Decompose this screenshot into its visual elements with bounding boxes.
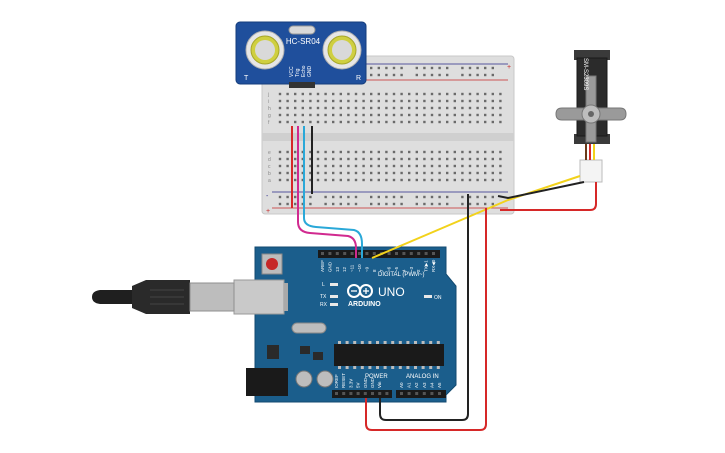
digital-pin-label: ~3: [409, 266, 414, 272]
wire-sensor-echo[interactable]: [303, 126, 363, 258]
rail-minus-bottom: -: [266, 193, 269, 200]
power-pin-label: GND: [370, 377, 375, 388]
digital-pin-label: RX◀0: [431, 259, 436, 272]
wire-5v-to-arduino[interactable]: [365, 208, 487, 431]
row-letter: a: [268, 178, 271, 184]
row-letter: d: [268, 157, 271, 163]
sensor-pin-vcc: VCC: [289, 66, 295, 77]
power-pin-label: RESET: [341, 373, 346, 388]
analog-pin-label: A1: [407, 382, 412, 388]
digital-pin-label: 4: [401, 269, 406, 272]
wires: [291, 126, 597, 431]
power-pin-label: GND: [363, 377, 368, 388]
row-letter: h: [268, 106, 271, 112]
sensor-pin-echo: Echo: [301, 65, 307, 77]
wire-gnd-to-arduino[interactable]: [379, 194, 469, 421]
led-l-label: L: [322, 282, 325, 288]
digital-pin-label: TX▶1: [424, 260, 429, 272]
analog-header[interactable]: [396, 390, 446, 398]
arduino-model: UNO: [378, 285, 405, 299]
row-letter: f: [268, 120, 270, 126]
led-tx-label: TX: [320, 294, 327, 300]
arduino-brand: ARDUINO: [348, 301, 381, 308]
row-letter: e: [268, 150, 271, 156]
digital-pin-label: ~11: [350, 264, 355, 272]
row-letter: i: [268, 99, 269, 105]
digital-pin-label: ~5: [394, 266, 399, 272]
wire-servo-power[interactable]: [500, 182, 597, 211]
digital-pin-label: GND: [327, 261, 332, 272]
usb-port[interactable]: [233, 279, 285, 315]
digital-pin-label: 13: [335, 266, 340, 272]
digital-pin-label: ~6: [387, 266, 392, 272]
digital-pin-label: ~9: [364, 266, 369, 272]
power-pin-label: Vin: [377, 381, 382, 388]
sensor-model-label: HC-SR04: [286, 37, 321, 46]
row-letter: c: [268, 164, 271, 170]
power-pin-label: 5V: [356, 382, 361, 388]
row-letter: g: [268, 113, 271, 119]
sensor-pin-trig: Trig: [295, 68, 301, 77]
digital-pin-label: ~10: [357, 264, 362, 272]
analog-pin-label: A2: [414, 382, 419, 388]
servo-model-label: SM-S2309S: [582, 58, 588, 90]
analog-pin-label: A3: [422, 382, 427, 388]
digital-pin-label: 7: [379, 269, 384, 272]
arduino-logo: [347, 284, 373, 298]
digital-pin-label: AREF: [320, 260, 325, 272]
digital-pin-label: 8: [372, 269, 377, 272]
analog-pin-label: A0: [399, 382, 404, 388]
power-label: POWER: [365, 374, 388, 380]
sensor-r-label: R: [356, 75, 361, 82]
analog-pin-label: A5: [437, 382, 442, 388]
rail-plus-bottom: +: [266, 208, 270, 215]
rail-plus-top: +: [507, 64, 511, 71]
digital-pin-label: 2: [416, 269, 421, 272]
led-on-label: ON: [434, 295, 442, 301]
sensor-pin-gnd: GND: [307, 66, 313, 78]
wire-servo-signal[interactable]: [371, 175, 581, 259]
row-letter: b: [268, 171, 271, 177]
usb-cable: [92, 280, 235, 314]
power-jack[interactable]: [246, 368, 288, 396]
row-letter: j: [267, 92, 269, 98]
servo-motor[interactable]: SM-S2309S: [555, 50, 627, 183]
wire-sensor-trig[interactable]: [297, 126, 357, 258]
power-header[interactable]: [332, 390, 392, 398]
analog-label: ANALOG IN: [406, 374, 439, 380]
power-pin-label: 3.3V: [348, 379, 353, 388]
microcontroller-chip: [334, 344, 444, 366]
analog-pin-label: A4: [429, 382, 434, 388]
digital-pin-label: 12: [342, 266, 347, 272]
ultrasonic-sensor[interactable]: HC-SR04 T R VCC Trig Echo GND: [235, 21, 367, 88]
power-pin-label: IOREF: [334, 374, 339, 388]
led-rx-label: RX: [320, 302, 328, 308]
wire-servo-ground[interactable]: [497, 181, 585, 200]
sensor-t-label: T: [244, 75, 249, 82]
digital-label: DIGITAL (PWM~): [378, 272, 425, 278]
